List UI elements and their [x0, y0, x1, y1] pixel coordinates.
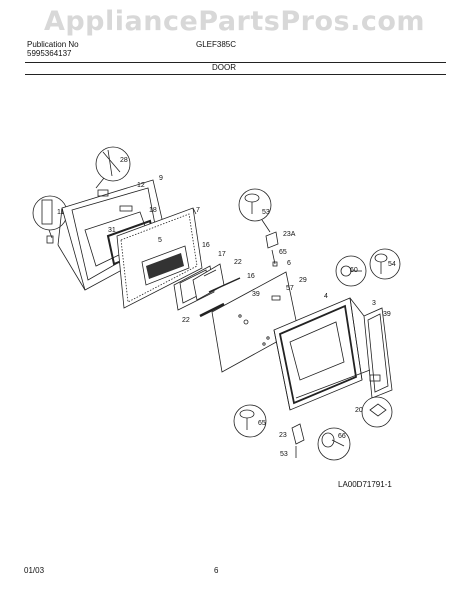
- figure-code: LA00D71791-1: [338, 480, 392, 489]
- callout-7: 7: [196, 207, 200, 214]
- hinge-23a: [265, 231, 279, 267]
- callout-23: 23: [279, 432, 287, 439]
- callout-57: 57: [286, 285, 294, 292]
- callout-29: 29: [299, 277, 307, 284]
- callout-9: 9: [159, 175, 163, 182]
- callout-53: 53: [262, 209, 270, 216]
- inner-door-panel: [57, 179, 169, 291]
- callout-53b: 53: [280, 451, 288, 458]
- part-20-inset: [361, 396, 393, 428]
- callout-22: 22: [234, 259, 242, 266]
- callout-31: 31: [108, 227, 116, 234]
- part-54-inset: [369, 248, 401, 280]
- callout-18: 18: [149, 207, 157, 214]
- callout-22b: 22: [182, 317, 190, 324]
- callout-12: 12: [137, 182, 145, 189]
- callout-39: 39: [252, 291, 260, 298]
- callout-5: 5: [158, 237, 162, 244]
- callout-65b: 65: [258, 420, 266, 427]
- window-brackets: [173, 263, 241, 318]
- callout-20: 20: [355, 407, 363, 414]
- model-number: GLEF385C: [196, 40, 237, 49]
- publication-number: 5995364137: [27, 49, 72, 58]
- hinge-23: [291, 423, 305, 458]
- header-rule: [25, 62, 446, 63]
- callout-28: 28: [120, 157, 128, 164]
- publication-label: Publication No: [27, 40, 79, 49]
- callout-16: 16: [202, 242, 210, 249]
- part-53-inset: [238, 188, 272, 233]
- outer-door-frame: [273, 297, 363, 411]
- callout-labels: 28 12 9 11 18 7 31 5 16 17 22 16 39 22 5…: [57, 157, 396, 458]
- callout-39b: 39: [383, 311, 391, 318]
- callout-60: 60: [350, 267, 358, 274]
- window-glass: [141, 245, 190, 286]
- part-65-inset: [233, 404, 267, 438]
- callout-16b: 16: [247, 273, 255, 280]
- watermark: AppliancePartsPros.com: [43, 6, 426, 37]
- callout-54: 54: [388, 261, 396, 268]
- callout-23a: 23A: [283, 231, 296, 238]
- part-28-inset: [95, 146, 131, 189]
- part-60-inset: [335, 255, 367, 287]
- callout-65: 65: [279, 249, 287, 256]
- footer-date: 01/03: [24, 566, 45, 575]
- section-rule: [25, 74, 446, 75]
- part-11-inset: [32, 195, 68, 244]
- callout-66: 66: [338, 433, 346, 440]
- part-66-inset: [317, 427, 351, 461]
- callout-3: 3: [372, 300, 376, 307]
- callout-11: 11: [57, 209, 64, 216]
- callout-17: 17: [218, 251, 226, 258]
- callout-6: 6: [287, 260, 291, 267]
- section-title: DOOR: [212, 63, 236, 72]
- callout-4: 4: [324, 293, 328, 300]
- door-trim: [295, 297, 393, 399]
- footer-page-number: 6: [214, 566, 219, 575]
